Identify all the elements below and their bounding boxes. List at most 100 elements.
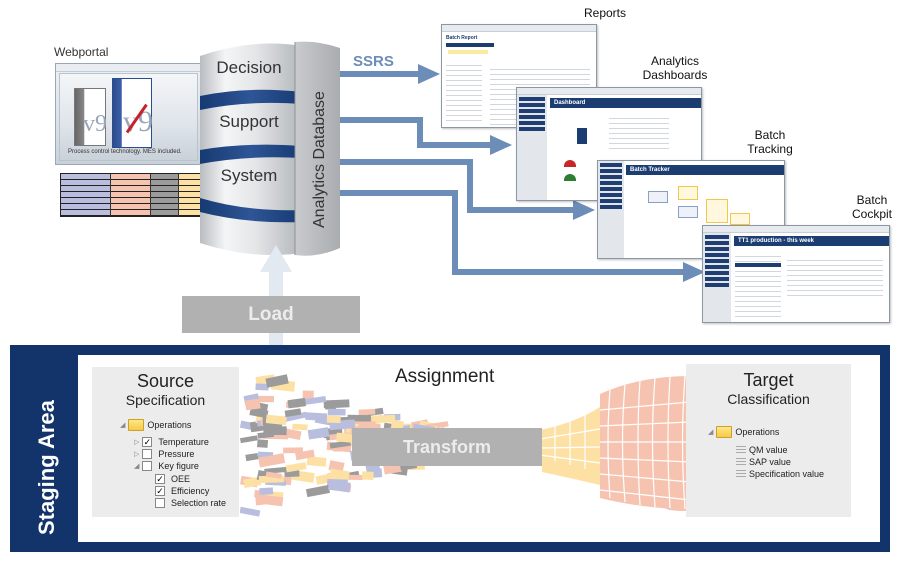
data-block <box>265 374 289 388</box>
tree-item-selection-rate[interactable]: Selection rate <box>155 498 226 508</box>
arrow-batch-tracking <box>340 159 575 213</box>
tree-item-specification-value[interactable]: Specification value <box>736 469 824 479</box>
target-subtitle: Classification <box>727 391 810 407</box>
source-tree: ◢ Operations ▷ ✓ Temperature ▷ Pressure … <box>92 367 239 517</box>
arrowhead-icon <box>683 262 705 282</box>
gauge-green <box>564 174 576 181</box>
browser-bar <box>703 226 889 233</box>
data-block <box>258 494 284 507</box>
data-block <box>304 396 327 405</box>
expanded-triangle-icon[interactable]: ◢ <box>120 422 126 429</box>
funnel-yellow-segment <box>540 407 601 473</box>
data-block <box>361 471 374 480</box>
tree-item-sap-value[interactable]: SAP value <box>736 457 791 467</box>
browser-bar <box>56 64 201 72</box>
webportal-content: v9 v9 Process control technology. MES in… <box>59 73 198 161</box>
gauge-red <box>564 160 576 167</box>
data-block <box>287 397 307 409</box>
source-title: Source <box>136 371 195 391</box>
tree-item-label: Efficiency <box>171 486 210 496</box>
data-block <box>323 399 350 409</box>
data-block <box>329 440 351 449</box>
dashboards-title: Analytics Dashboards <box>630 54 720 82</box>
data-block <box>292 423 308 431</box>
data-block <box>256 395 274 403</box>
tree-item-qm-value[interactable]: QM value <box>736 445 788 455</box>
data-block <box>257 431 275 439</box>
tree-item-temperature[interactable]: ▷ ✓ Temperature <box>134 437 209 447</box>
checkbox-unchecked[interactable] <box>155 498 165 508</box>
batch-cockpit-screenshot: TT1 production - this week <box>702 225 890 323</box>
data-block <box>284 408 302 418</box>
data-block <box>283 447 303 454</box>
data-block <box>258 453 286 468</box>
tree-item-oee[interactable]: ✓ OEE <box>155 474 190 484</box>
dashboards-title-text: Analytics Dashboards <box>642 54 708 82</box>
data-block <box>305 484 331 498</box>
layer-support: Support <box>219 112 279 131</box>
tree-item-efficiency[interactable]: ✓ Efficiency <box>155 486 209 496</box>
expanded-triangle-icon[interactable]: ◢ <box>134 463 140 470</box>
sidebar <box>703 233 731 322</box>
checkbox-unchecked[interactable] <box>142 461 153 471</box>
form-lines <box>446 65 482 125</box>
data-block <box>302 390 314 400</box>
data-block <box>255 383 269 391</box>
product-box-left: v9 <box>74 88 107 146</box>
checkbox-checked[interactable]: ✓ <box>142 437 153 447</box>
data-block <box>329 468 350 482</box>
collapsed-triangle-icon[interactable]: ▷ <box>134 439 140 446</box>
ssrs-label: SSRS <box>353 53 394 70</box>
webportal-caption: Process control technology. MES included… <box>68 149 182 155</box>
data-block <box>244 398 261 411</box>
screen-header: Batch Report <box>446 35 478 41</box>
source-subtitle: Specification <box>125 392 206 408</box>
batch-cockpit-title-text: Batch Cockpit <box>851 193 892 221</box>
webportal-label: Webportal <box>54 45 109 59</box>
arrowhead-icon <box>418 64 440 84</box>
load-arrowhead-icon <box>260 245 292 272</box>
selected-row <box>735 263 781 267</box>
target-tree: ◢ Operations QM value SAP value Specific… <box>686 364 851 517</box>
tree-item-operations[interactable]: ◢ Operations <box>708 426 779 438</box>
arrowhead-icon <box>490 135 512 155</box>
target-title: Target <box>743 370 794 390</box>
batch-tracking-title-text: Batch Tracking <box>747 128 793 156</box>
flow-node <box>678 186 698 200</box>
layer-system: System <box>220 166 278 185</box>
data-block <box>240 435 258 444</box>
data-block <box>358 409 376 416</box>
transform-step: Transform <box>352 428 542 466</box>
flow-node <box>730 213 750 225</box>
sidebar <box>598 161 624 258</box>
load-step: Load <box>182 296 360 333</box>
kpi-lines <box>609 118 669 152</box>
data-block <box>371 414 396 424</box>
arrow-dashboards <box>340 117 492 148</box>
tree-item-operations[interactable]: ◢ Operations <box>120 419 191 431</box>
data-block <box>327 408 346 416</box>
tree-item-pressure[interactable]: ▷ Pressure <box>134 449 194 459</box>
highlight-row <box>448 50 488 54</box>
screen-header: TT1 production - this week <box>734 236 889 246</box>
screen-header: Dashboard <box>550 98 701 108</box>
staging-area-label: Staging Area <box>34 400 59 535</box>
checkbox-checked[interactable]: ✓ <box>155 474 165 484</box>
list-icon <box>736 458 746 466</box>
collapsed-triangle-icon[interactable]: ▷ <box>134 451 140 458</box>
checkbox-checked[interactable]: ✓ <box>155 486 165 496</box>
expanded-triangle-icon[interactable]: ◢ <box>708 429 714 436</box>
product-box-right: v9 <box>112 78 153 148</box>
table-column <box>151 174 179 216</box>
tree-item-key-figure[interactable]: ◢ Key figure <box>134 461 199 471</box>
tree-item-label: Selection rate <box>171 498 227 508</box>
source-panel: Source Specification ◢ Operations ▷ ✓ Te… <box>92 367 239 517</box>
list-icon <box>736 470 746 478</box>
data-block <box>285 462 307 473</box>
tree-item-label: Key figure <box>158 461 199 471</box>
batch-tracking-title: Batch Tracking <box>745 128 795 156</box>
table-column <box>111 174 151 216</box>
tree-item-label: Operations <box>147 420 192 430</box>
checkbox-unchecked[interactable] <box>142 449 153 459</box>
